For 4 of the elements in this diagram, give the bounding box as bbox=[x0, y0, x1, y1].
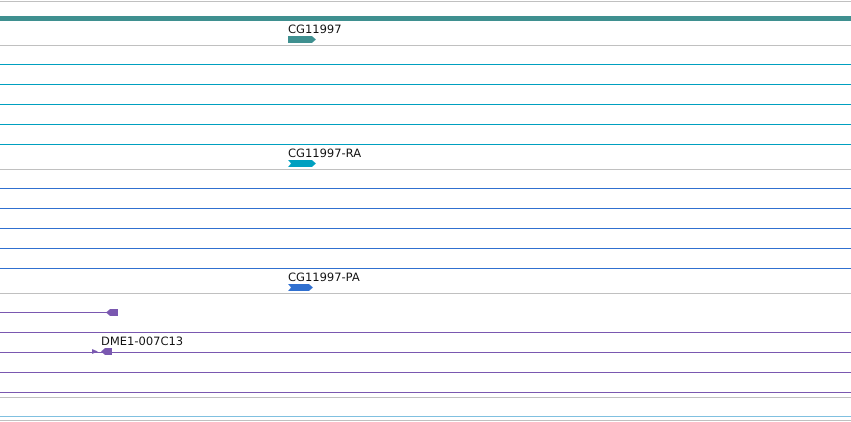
feature-label: CG11997 bbox=[288, 23, 342, 36]
feature-label: CG11997-PA bbox=[288, 271, 360, 284]
feature-label: DME1-007C13 bbox=[101, 335, 184, 348]
feature-label: CG11997-RA bbox=[288, 147, 362, 160]
